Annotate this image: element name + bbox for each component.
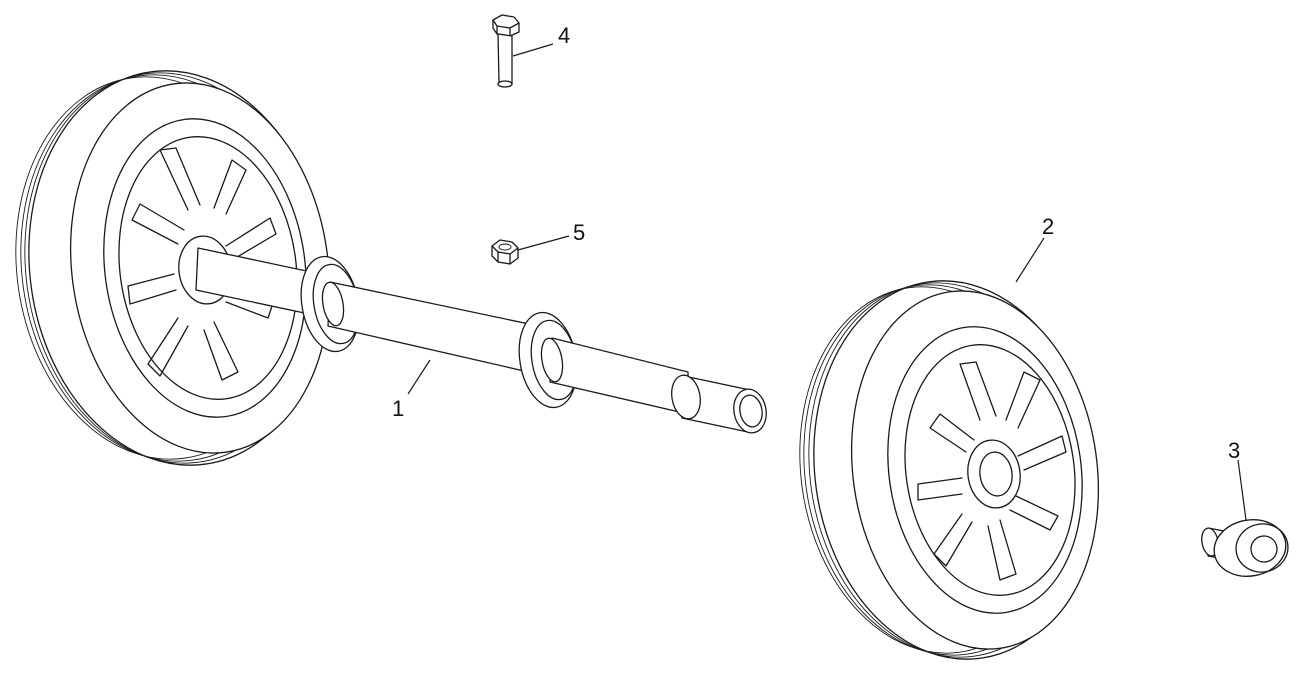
leader-1: [407, 359, 431, 395]
leader-3: [1237, 459, 1247, 521]
leader-lines: [407, 43, 1247, 521]
left-wheel: [15, 70, 331, 466]
right-wheel-spokes: [917, 361, 1067, 581]
axle: [195, 247, 767, 434]
callout-bushing: 3: [1228, 438, 1240, 463]
right-wheel: [799, 280, 1100, 660]
bolt: [492, 14, 520, 88]
left-wheel-spokes: [127, 147, 277, 381]
leader-5: [517, 235, 570, 251]
leader-4: [512, 43, 554, 57]
callout-nut: 5: [573, 220, 585, 245]
nut: [491, 239, 519, 265]
callout-wheel: 2: [1042, 214, 1054, 239]
leader-2: [1015, 237, 1045, 283]
callout-bolt: 4: [558, 23, 570, 48]
callout-axle: 1: [392, 396, 404, 421]
bushing: [1201, 519, 1289, 577]
